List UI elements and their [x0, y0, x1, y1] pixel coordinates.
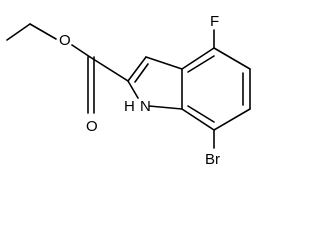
- bond-c3-c3a: [145, 56, 183, 70]
- bond-carbonyl-c2: [89, 56, 129, 82]
- bond-c3a-c4-inner: [187, 55, 215, 73]
- bond-c7-c7a: [181, 108, 215, 131]
- molecule-structure-diagram: O O N H F Br: [6, 13, 251, 168]
- bond-c2-n1: [127, 80, 139, 99]
- atom-label-bromine: Br: [205, 151, 220, 168]
- bond-o-carbonyl-carbon: [71, 44, 91, 58]
- bond-ethyl-ch3-ch2: [6, 23, 31, 41]
- atom-label-nitrogen: N: [140, 98, 151, 115]
- atom-label-fluorine: F: [210, 13, 219, 30]
- bond-c6-c7: [213, 108, 251, 131]
- atom-label-oxygen-carbonyl: O: [86, 118, 98, 135]
- bond-ethyl-ch2-o: [29, 23, 57, 40]
- bond-c7-c7a-inner: [187, 105, 215, 123]
- bond-c2-c3: [127, 56, 147, 82]
- bond-c2-c3-inner: [134, 63, 149, 83]
- bond-c4-c5: [213, 47, 251, 70]
- atom-label-hydrogen: H: [124, 98, 135, 115]
- bond-n1-c7a: [148, 105, 183, 110]
- atom-label-oxygen-ester: O: [59, 32, 71, 49]
- bond-c3a-c4: [181, 47, 215, 70]
